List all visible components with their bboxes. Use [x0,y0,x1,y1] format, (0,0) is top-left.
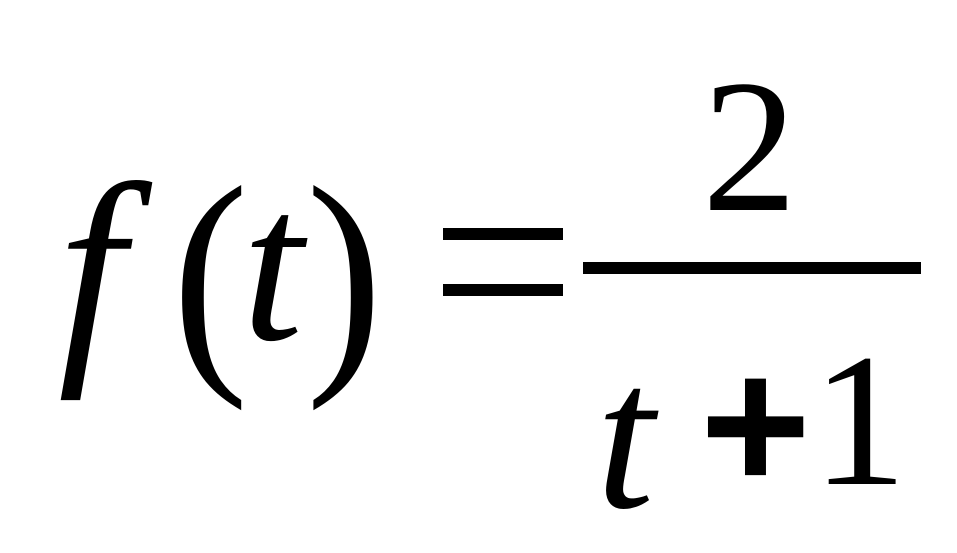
denominator-variable: t [596,321,655,553]
close-parenthesis: ) [306,135,383,412]
function-argument: t [242,143,304,387]
open-parenthesis: ( [172,135,249,412]
denominator-constant: 1 [812,316,907,526]
function-name: f [58,135,125,401]
equals-top-bar [443,228,563,240]
equals-bottom-bar [443,284,563,296]
fraction-bar [583,262,921,274]
denominator-plus-sign: + [700,319,811,531]
equals-sign [443,228,563,296]
math-formula: f ( t ) 2 t + 1 [58,42,921,542]
fraction-numerator: 2 [702,42,797,252]
